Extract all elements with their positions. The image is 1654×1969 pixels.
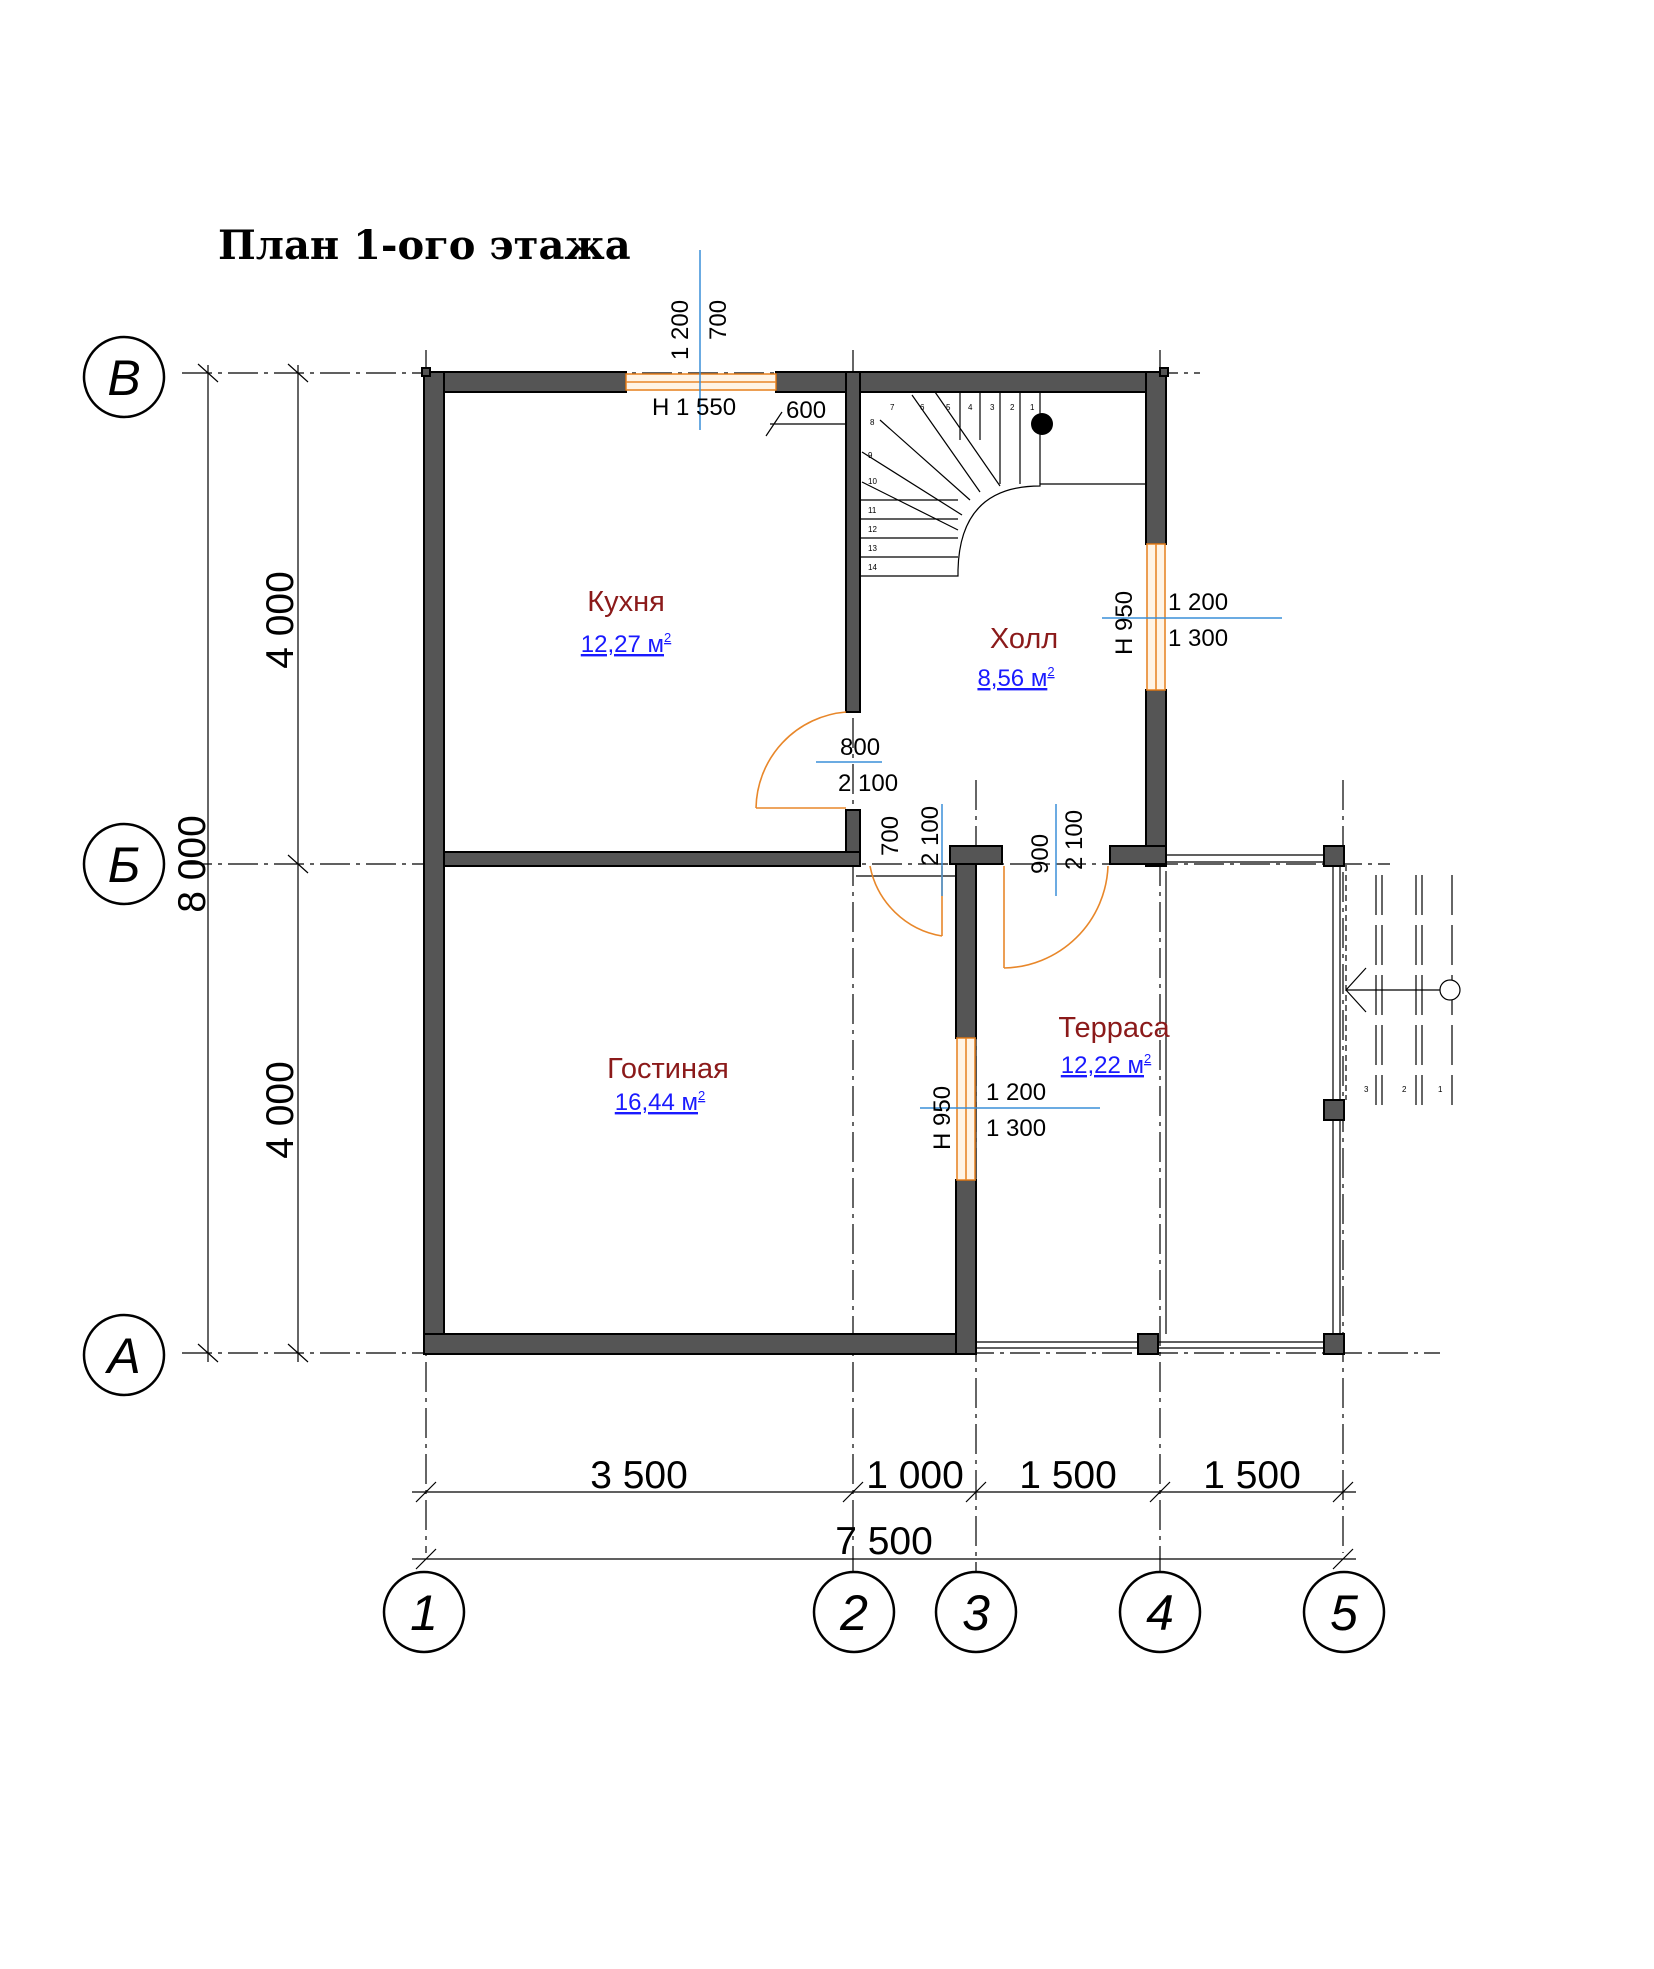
porch-step-3: 3 xyxy=(1364,1085,1369,1094)
dim-left-lower: 4 000 xyxy=(259,1061,302,1159)
dim-bottom-total: 7 500 xyxy=(835,1520,933,1563)
kitchen-door xyxy=(755,711,847,809)
top-window-labels: 1 200 700 Н 1 550 xyxy=(652,300,736,421)
top-window-height: 1 200 xyxy=(667,300,694,360)
porch-marker-icon xyxy=(1439,979,1461,1001)
living-window-labels: Н 950 1 200 1 300 xyxy=(929,1079,1046,1150)
room-hall: Холл 8,56 м2 xyxy=(977,623,1058,692)
step-1: 1 xyxy=(1030,403,1035,412)
plan-title: План 1-ого этажа xyxy=(218,222,631,269)
room-living: Гостиная 16,44 м2 xyxy=(607,1053,729,1116)
kitchen-door-labels: 800 2 100 xyxy=(838,734,898,797)
step-7: 7 xyxy=(890,403,895,412)
room-area: 12,27 м2 xyxy=(581,630,671,658)
porch-steps: 3 2 1 xyxy=(1345,865,1461,1105)
dim-bottom-4: 1 500 xyxy=(1203,1454,1301,1497)
axis-label-a: А xyxy=(104,1328,140,1384)
axis-bubble-v: В xyxy=(82,335,166,419)
axis-bubble-4: 4 xyxy=(1118,1570,1202,1654)
axis-label-v: В xyxy=(107,350,140,406)
top-window-sill: Н 1 550 xyxy=(652,394,736,421)
stair-gap-value: 600 xyxy=(786,397,826,424)
room-area: 8,56 м2 xyxy=(977,664,1054,692)
hall-window-width: 1 200 xyxy=(1168,589,1228,616)
axis-bubble-3: 3 xyxy=(934,1570,1018,1654)
bottom-dimensions: 3 500 1 000 1 500 1 500 7 500 xyxy=(412,1454,1356,1570)
reference-lines xyxy=(699,250,1282,1109)
axis-bubble-b: Б xyxy=(82,822,166,906)
hall-door-height: 2 100 xyxy=(1061,810,1088,870)
walls xyxy=(421,367,1345,1355)
terrace-railings xyxy=(856,854,1341,1349)
axis-label-3: 3 xyxy=(962,1585,990,1641)
step-13: 13 xyxy=(868,544,877,553)
hall-window xyxy=(1146,543,1166,691)
dim-left-upper: 4 000 xyxy=(259,571,302,669)
kitchen-door-width: 800 xyxy=(840,734,880,761)
axis-label-b: Б xyxy=(108,837,141,893)
axis-bubble-a: А xyxy=(82,1313,166,1397)
porch-step-1: 1 xyxy=(1438,1085,1443,1094)
living-door-width: 700 xyxy=(877,816,904,856)
left-dimensions: 4 000 4 000 8 000 xyxy=(171,363,309,1363)
stair-gap-dim: 600 xyxy=(765,397,846,437)
porch-step-2: 2 xyxy=(1402,1085,1407,1094)
top-window xyxy=(625,373,777,391)
living-door-labels: 700 2 100 xyxy=(877,806,944,866)
axis-bubble-5: 5 xyxy=(1302,1570,1386,1654)
step-9: 9 xyxy=(868,451,873,460)
step-4: 4 xyxy=(968,403,973,412)
room-kitchen: Кухня 12,27 м2 xyxy=(581,586,671,658)
dim-bottom-1: 3 500 xyxy=(590,1454,688,1497)
step-5: 5 xyxy=(946,403,951,412)
axis-label-4: 4 xyxy=(1146,1585,1174,1641)
step-8: 8 xyxy=(870,418,875,427)
living-window-height: 1 300 xyxy=(986,1115,1046,1142)
hall-door-labels: 900 2 100 xyxy=(1027,810,1088,874)
hall-door-width: 900 xyxy=(1027,834,1054,874)
living-window xyxy=(956,1037,976,1181)
hall-window-labels: Н 950 1 200 1 300 xyxy=(1111,589,1228,655)
stair-start-dot xyxy=(1031,413,1053,435)
step-3: 3 xyxy=(990,403,995,412)
step-14: 14 xyxy=(868,563,877,572)
dim-bottom-2: 1 000 xyxy=(866,1454,964,1497)
step-12: 12 xyxy=(868,525,877,534)
room-name: Гостиная xyxy=(607,1053,729,1085)
step-6: 6 xyxy=(920,403,925,412)
living-window-sill: Н 950 xyxy=(929,1086,956,1150)
room-terrace: Терраса 12,22 м2 xyxy=(1058,1012,1170,1079)
room-area: 12,22 м2 xyxy=(1061,1051,1151,1079)
staircase: 1 2 3 4 5 6 7 8 9 10 11 12 13 14 xyxy=(859,391,1147,577)
living-door-height: 2 100 xyxy=(917,806,944,866)
dim-bottom-3: 1 500 xyxy=(1019,1454,1117,1497)
hall-window-sill: Н 950 xyxy=(1111,591,1138,655)
dim-left-total: 8 000 xyxy=(171,815,214,913)
axis-label-2: 2 xyxy=(839,1585,868,1641)
living-window-width: 1 200 xyxy=(986,1079,1046,1106)
hall-window-height: 1 300 xyxy=(1168,625,1228,652)
axis-bubble-1: 1 xyxy=(382,1570,466,1654)
grid-lines xyxy=(182,350,1440,1575)
axis-bubble-2: 2 xyxy=(812,1570,896,1654)
top-window-width: 700 xyxy=(705,300,732,340)
room-name: Терраса xyxy=(1058,1012,1170,1044)
kitchen-door-height: 2 100 xyxy=(838,770,898,797)
step-2: 2 xyxy=(1010,403,1015,412)
step-10: 10 xyxy=(868,477,877,486)
step-11: 11 xyxy=(868,506,877,515)
room-name: Холл xyxy=(990,623,1058,655)
room-name: Кухня xyxy=(587,586,665,618)
room-area: 16,44 м2 xyxy=(615,1088,705,1116)
hall-door xyxy=(1003,865,1109,969)
axis-label-5: 5 xyxy=(1330,1585,1358,1641)
axis-label-1: 1 xyxy=(410,1585,438,1641)
